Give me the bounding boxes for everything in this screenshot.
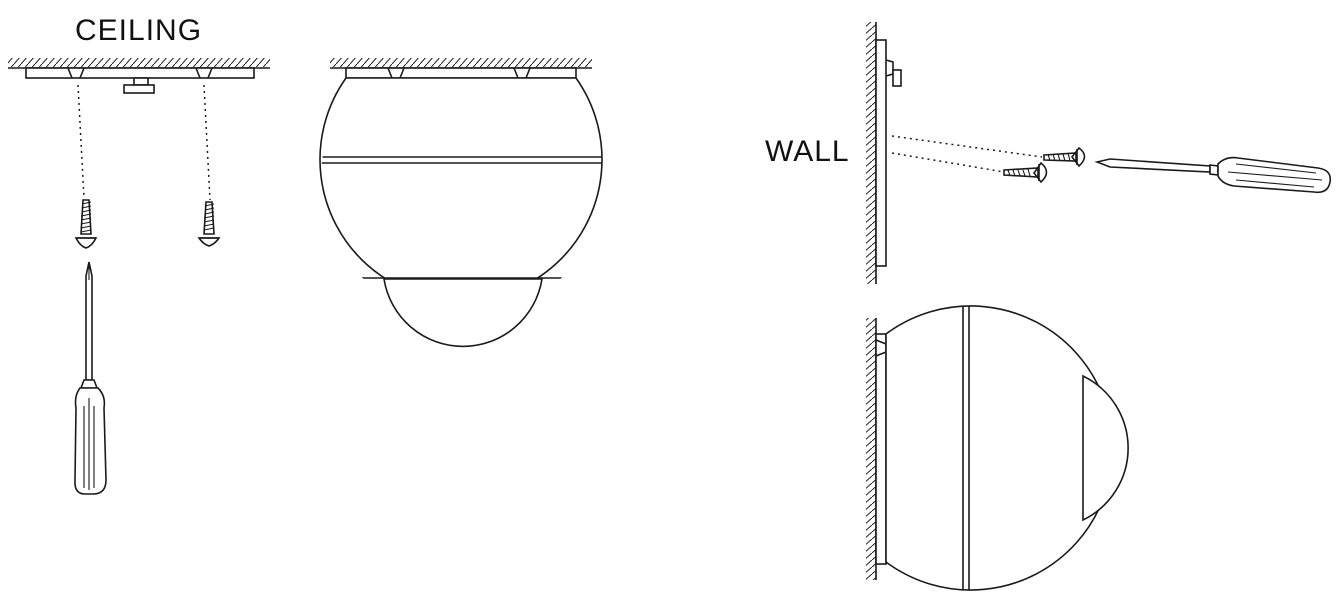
wall-surface-bottom: [866, 318, 877, 580]
guide-line-upper: [891, 135, 1043, 158]
screwdriver-horizontal-icon: [1094, 156, 1332, 194]
ceiling-label: CEILING: [75, 14, 203, 47]
ceiling-surface: [8, 58, 270, 69]
ceiling-surface-right: [330, 58, 592, 69]
wall-mounting-plate: [875, 39, 902, 267]
screw-right-icon: [197, 201, 221, 247]
dome-housing-side: [885, 305, 1129, 591]
wall-label: WALL: [765, 135, 850, 168]
ceiling-mount-step: [8, 58, 270, 495]
wall-surface-top: [866, 22, 877, 284]
screwdriver-vertical-icon: [74, 261, 107, 495]
screw-upper-icon: [1043, 146, 1086, 168]
guide-line-lower: [891, 152, 1005, 173]
guide-line-left: [77, 84, 85, 199]
wall-camera-mounted: [866, 305, 1129, 591]
dome-housing: [319, 77, 603, 348]
wall-mount-step: [866, 22, 1332, 284]
screw-lower-icon: [1003, 161, 1048, 184]
ceiling-camera-mounted: [319, 58, 603, 348]
guide-line-right: [203, 84, 211, 201]
screw-left-icon: [74, 199, 98, 249]
mounting-plate: [25, 67, 255, 94]
